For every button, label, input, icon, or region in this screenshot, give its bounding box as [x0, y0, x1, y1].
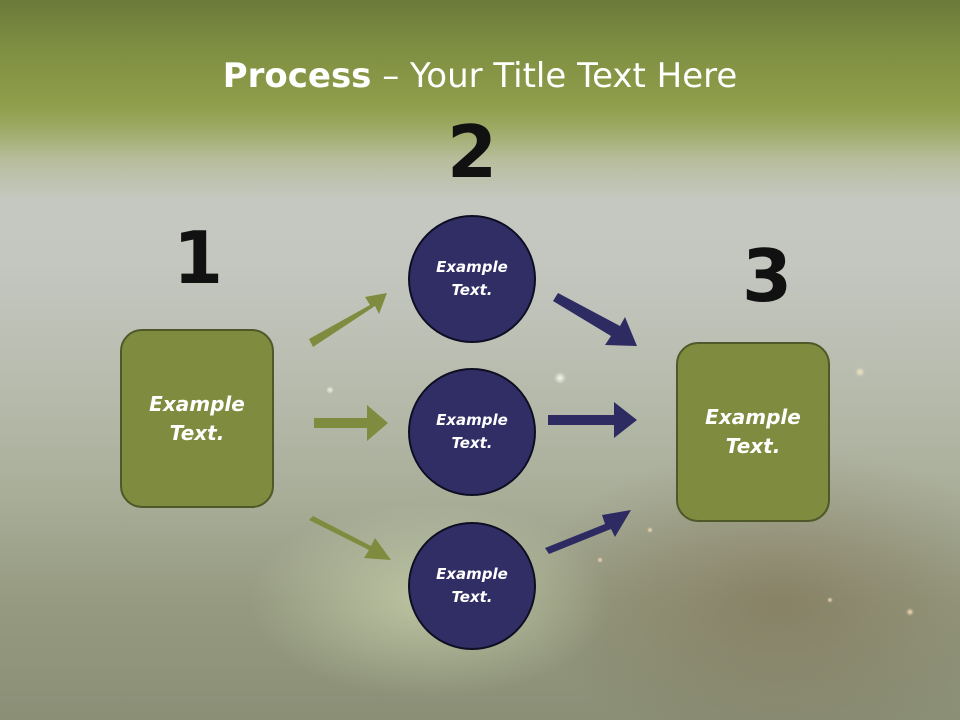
step-3-box: Example Text.	[676, 342, 830, 522]
arrow-1-to-2-middle-icon	[314, 405, 388, 441]
arrow-2-middle-to-3-icon	[548, 402, 637, 438]
step-2-circle-bottom: Example Text.	[408, 522, 536, 650]
step-2-circle-top: Example Text.	[408, 215, 536, 343]
arrow-1-to-2-bottom-icon	[309, 516, 391, 560]
arrow-2-bottom-to-3-icon	[545, 510, 631, 554]
step-number-1: 1	[172, 216, 224, 300]
step-3-label: Example Text.	[705, 405, 801, 458]
step-2-middle-label: Example Text.	[436, 411, 508, 452]
title-banner	[0, 0, 960, 200]
title-bold: Process	[222, 56, 372, 96]
slide-title: Process – Your Title Text Here	[0, 54, 960, 98]
step-2-bottom-label: Example Text.	[436, 565, 508, 606]
step-2-top-label: Example Text.	[436, 258, 508, 299]
step-number-2: 2	[446, 110, 498, 194]
step-number-3: 3	[741, 234, 793, 318]
step-1-label: Example Text.	[149, 391, 245, 445]
arrow-1-to-2-top-icon	[309, 293, 387, 347]
step-2-circle-middle: Example Text.	[408, 368, 536, 496]
step-1-box: Example Text.	[120, 329, 274, 508]
title-rest: – Your Title Text Here	[371, 56, 738, 96]
arrow-2-top-to-3-icon	[553, 293, 637, 346]
